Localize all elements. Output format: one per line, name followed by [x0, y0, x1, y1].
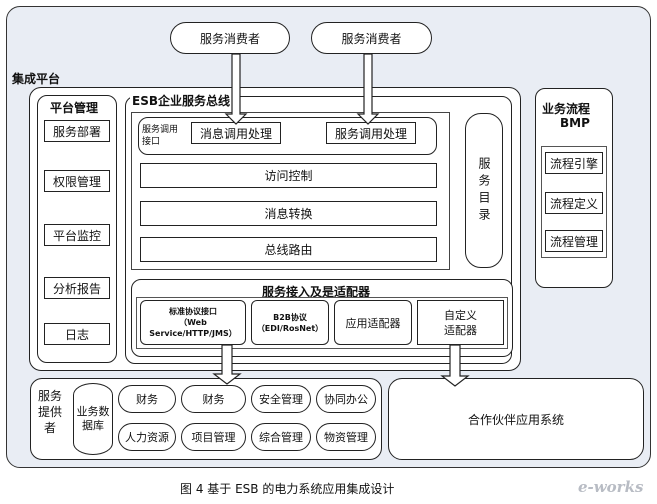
service-call-process-label: 服务调用处理 [334, 126, 407, 141]
management-item-permission: 权限管理 [44, 170, 110, 192]
bmp-item-label: 流程引擎 [549, 156, 598, 171]
adapter-line: （Web [179, 318, 207, 327]
adapter-line: 应用适配器 [345, 316, 401, 330]
message-call-process: 消息调用处理 [191, 122, 281, 144]
bmp-item-engine: 流程引擎 [545, 152, 603, 174]
provider-office: 协同办公 [316, 385, 376, 413]
business-database: 业务数据库 [73, 383, 113, 455]
provider-security: 安全管理 [251, 385, 311, 413]
bmp-item-manage: 流程管理 [545, 230, 603, 252]
management-item-log: 日志 [44, 323, 110, 345]
adapter-line: 适配器 [444, 323, 477, 337]
provider-label-text: 财务 [202, 393, 225, 406]
management-item-label: 平台监控 [52, 228, 101, 243]
provider-finance-1: 财务 [118, 385, 176, 413]
database-label: 业务数据库 [76, 405, 110, 432]
figure-caption: 图 4 基于 ESB 的电力系统应用集成设计 [180, 482, 395, 496]
access-control-layer: 访问控制 [140, 163, 437, 188]
adapter-line: B2B协议 [273, 312, 307, 322]
provider-label-text: 安全管理 [259, 393, 303, 406]
bus-routing-label: 总线路由 [264, 243, 313, 257]
adapter-line: 标准协议接口 [169, 307, 217, 316]
message-transform-label: 消息转换 [264, 207, 313, 221]
bmp-title-line2: BMP [560, 116, 590, 130]
provider-label-text: 财务 [136, 393, 158, 406]
eworks-logo: e-works [578, 478, 644, 496]
provider-label-text: 综合管理 [259, 431, 303, 444]
esb-title: ESB企业服务总线 [130, 92, 232, 109]
bmp-item-label: 流程管理 [549, 234, 598, 249]
adapter-line: （EDI/RosNet） [256, 323, 324, 333]
b2b-protocol-adapter: B2B协议 （EDI/RosNet） [251, 300, 329, 345]
platform-title: 集成平台 [12, 72, 61, 86]
service-directory: 服务目录 [465, 113, 503, 268]
service-call-process: 服务调用处理 [326, 122, 416, 144]
bus-routing-layer: 总线路由 [140, 237, 437, 262]
service-directory-label: 服务目录 [477, 156, 491, 225]
provider-finance-2: 财务 [181, 385, 246, 413]
service-consumer-2: 服务消费者 [311, 22, 432, 54]
partner-application-system: 合作伙伴应用系统 [388, 378, 644, 460]
message-call-process-label: 消息调用处理 [199, 126, 272, 141]
management-item-label: 分析报告 [52, 281, 101, 296]
adapter-line: 自定义 [444, 308, 477, 322]
custom-adapter: 自定义 适配器 [417, 300, 504, 345]
service-consumer-1: 服务消费者 [170, 22, 290, 54]
management-item-report: 分析报告 [44, 277, 110, 299]
management-item-monitor: 平台监控 [44, 224, 110, 246]
message-transform-layer: 消息转换 [140, 201, 437, 226]
provider-materials: 物资管理 [316, 423, 376, 451]
management-item-deploy: 服务部署 [44, 120, 110, 142]
management-item-label: 权限管理 [52, 174, 101, 189]
bmp-title-line1: 业务流程 [542, 102, 591, 116]
platform-management-title: 平台管理 [50, 101, 99, 115]
adapter-title: 服务接入及是适配器 [262, 285, 371, 299]
management-item-label: 服务部署 [52, 124, 101, 139]
service-consumer-2-label: 服务消费者 [341, 31, 402, 46]
provider-hr: 人力资源 [118, 423, 176, 451]
management-item-label: 日志 [64, 327, 89, 342]
partner-label: 合作伙伴应用系统 [467, 412, 564, 427]
provider-label-text: 人力资源 [125, 431, 169, 444]
service-consumer-1-label: 服务消费者 [199, 31, 260, 46]
adapter-line: Service/HTTP/JMS） [149, 329, 237, 338]
provider-project: 项目管理 [181, 423, 246, 451]
provider-label-text: 协同办公 [324, 393, 368, 406]
provider-label: 服务提供者 [38, 389, 63, 435]
bmp-item-label: 流程定义 [549, 196, 598, 211]
application-adapter: 应用适配器 [334, 300, 412, 345]
provider-general: 综合管理 [251, 423, 311, 451]
bmp-item-define: 流程定义 [545, 192, 603, 214]
standard-protocol-adapter: 标准协议接口 （Web Service/HTTP/JMS） [140, 300, 246, 345]
provider-label-text: 项目管理 [191, 431, 236, 444]
service-call-interface-label: 服务调用接口 [142, 125, 179, 147]
provider-label-text: 物资管理 [324, 431, 368, 444]
access-control-label: 访问控制 [264, 169, 313, 183]
